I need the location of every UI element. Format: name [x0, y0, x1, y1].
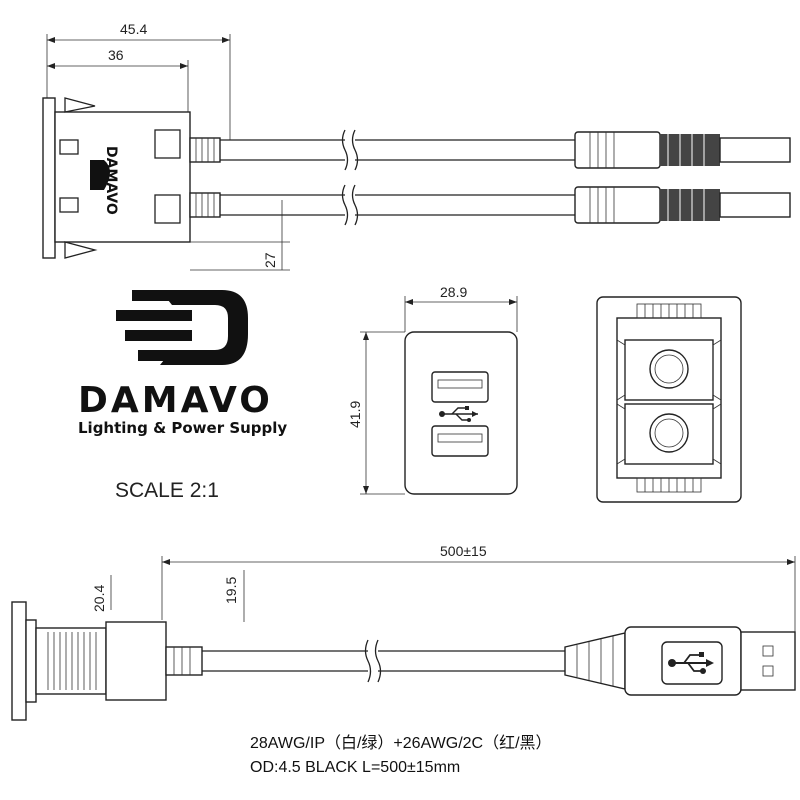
scale-label: SCALE 2:1: [115, 479, 219, 502]
dim-top-body: 36: [108, 47, 124, 63]
brand-logo: DAMAVO Lighting & Power Supply: [78, 290, 287, 437]
dim-side-body: 19.5: [223, 577, 239, 604]
rear-bottom-teeth: [636, 477, 702, 493]
cable-lower: [189, 184, 791, 226]
logo-mark-icon: [160, 290, 248, 365]
rear-view: [596, 296, 742, 503]
dim-top-overall: 45.4: [120, 21, 147, 37]
dim-top-height: 27: [262, 252, 278, 268]
dim-side-flange: 20.4: [91, 585, 107, 612]
top-view: 45.4 36 DAMAVO 27: [42, 21, 791, 271]
usb-symbol-icon: [439, 406, 478, 422]
side-view: 500±15 20.4 19.5: [11, 543, 796, 721]
spec-line-2: OD:4.5 BLACK L=500±15mm: [250, 759, 460, 776]
cable-upper: [189, 129, 791, 171]
housing-mark-icon: [90, 160, 110, 190]
dim-front-height: 41.9: [347, 401, 363, 428]
dim-side-length: 500±15: [440, 543, 487, 559]
logo-tagline: Lighting & Power Supply: [78, 419, 287, 437]
usb-plug-symbol-icon: [668, 652, 714, 674]
usb-port-upper: [431, 371, 489, 403]
spec-line-1: 28AWG/IP（白/绿）+26AWG/2C（红/黑）: [250, 734, 552, 752]
rear-top-teeth: [636, 303, 702, 319]
front-view: 28.9 41.9: [347, 284, 518, 495]
dim-front-width: 28.9: [440, 284, 467, 300]
usb-port-lower: [431, 425, 489, 457]
logo-brand-name: DAMAVO: [78, 380, 273, 421]
